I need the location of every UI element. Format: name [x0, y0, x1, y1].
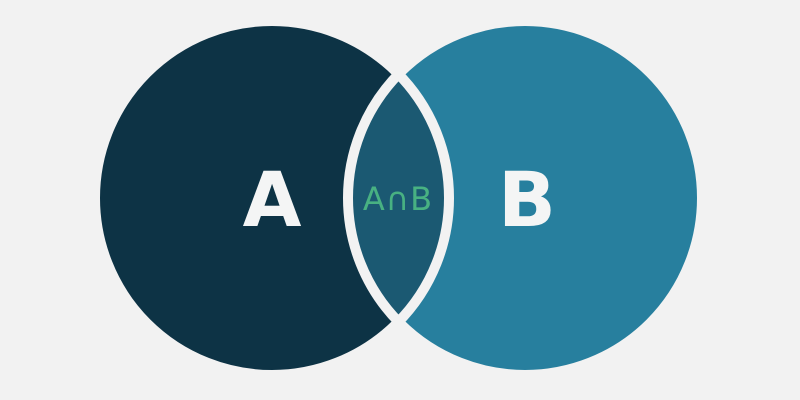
set-a-label: A — [243, 155, 302, 244]
set-a-outline — [90, 16, 454, 380]
set-b-outline — [343, 16, 707, 380]
set-b-circle — [348, 21, 702, 375]
set-b-label: B — [498, 155, 556, 244]
set-a-circle — [95, 21, 449, 375]
intersection-region — [348, 74, 449, 322]
intersection-label: A∩B — [363, 180, 433, 218]
